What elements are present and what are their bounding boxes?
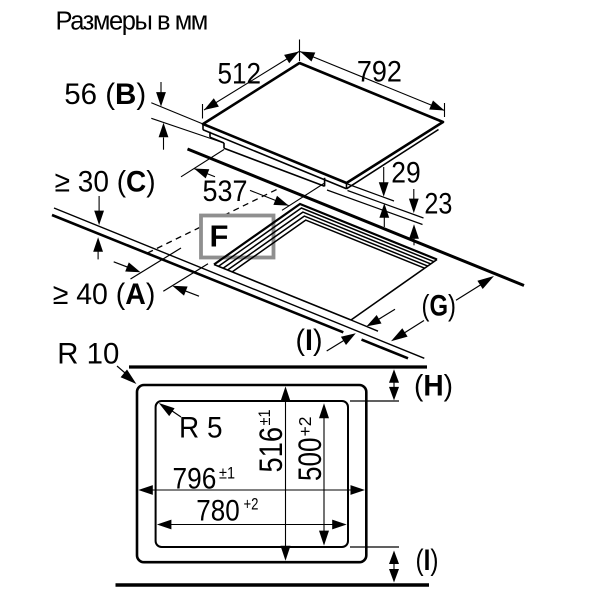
svg-text:780: 780 [196, 494, 239, 527]
svg-text:29: 29 [391, 157, 420, 190]
svg-text:512: 512 [218, 58, 262, 91]
svg-text:(I): (I) [296, 324, 323, 357]
svg-text:±1: ±1 [255, 410, 274, 426]
svg-text:≥ 40 (A): ≥ 40 (A) [53, 278, 156, 311]
svg-text:(H): (H) [414, 370, 453, 403]
svg-text:+2: +2 [295, 417, 315, 437]
svg-text:F: F [210, 219, 229, 254]
svg-text:23: 23 [424, 187, 452, 220]
svg-text:(I): (I) [416, 544, 439, 577]
svg-text:500: 500 [292, 438, 328, 482]
svg-text:+2: +2 [244, 495, 259, 514]
svg-text:R 10: R 10 [57, 337, 119, 370]
svg-text:792: 792 [357, 56, 402, 89]
svg-text:R 5: R 5 [179, 412, 223, 445]
svg-text:796: 796 [173, 463, 217, 496]
svg-text:516: 516 [253, 427, 289, 473]
svg-text:537: 537 [203, 175, 248, 208]
svg-text:(G): (G) [422, 290, 457, 323]
svg-text:±1: ±1 [219, 464, 235, 483]
svg-text:56 (B): 56 (B) [64, 78, 146, 111]
svg-text:Размеры в мм: Размеры в мм [56, 8, 209, 36]
svg-text:≥ 30 (C): ≥ 30 (C) [55, 166, 156, 199]
